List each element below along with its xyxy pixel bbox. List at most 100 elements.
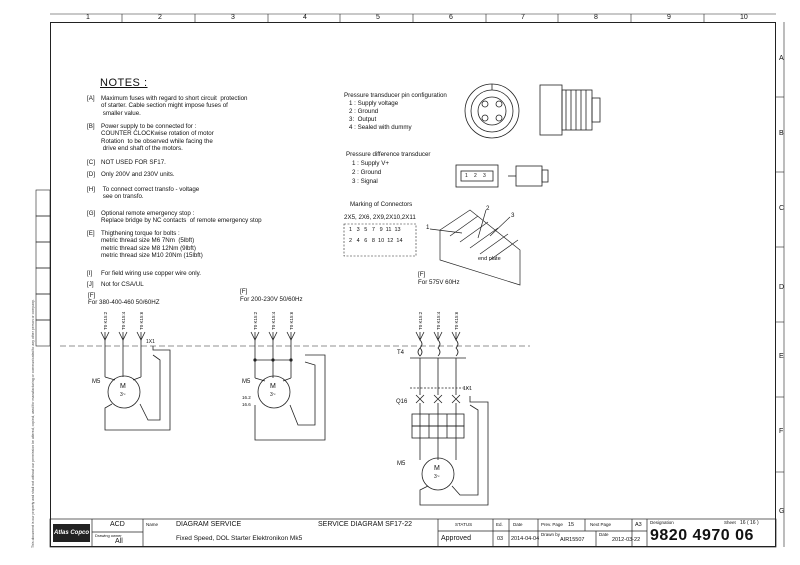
- column-label: 7: [521, 14, 525, 21]
- atlas-copco-logo: Atlas Copco: [53, 524, 90, 542]
- pressure-difference-pin-3: 3 : Signal: [352, 178, 378, 185]
- drawn-by-label: Drawn by: [541, 532, 561, 537]
- copyright-side-note: This document is our property and shall …: [31, 299, 35, 548]
- column-label: 6: [449, 14, 453, 21]
- terminal-label: T0 K15:2: [253, 311, 258, 330]
- flat-connector-pin-3: 3: [483, 173, 486, 179]
- round-connector-icon: [464, 83, 520, 139]
- aux-label: 16.6: [242, 402, 251, 407]
- circuit-1-title: For 380-400-460 50/60HZ: [88, 299, 160, 306]
- column-label: 1: [86, 14, 90, 21]
- circuit-1-tag: [F]: [88, 292, 96, 299]
- row-label: E: [779, 353, 784, 360]
- pressure-transducer-pin-1: 1 : Supply voltage: [349, 100, 399, 107]
- pressure-difference-pin-1: 1 : Supply V+: [352, 160, 389, 167]
- motor-tag: M5: [397, 461, 406, 467]
- column-label: 5: [376, 14, 380, 21]
- date-label: Date: [513, 522, 523, 527]
- note-tag: [I]: [87, 270, 93, 277]
- sheet: 16 ( 16 ): [740, 520, 759, 526]
- service-diagram-title: SERVICE DIAGRAM SF17-22: [318, 521, 413, 528]
- note-tag: [B]: [87, 123, 95, 130]
- circuit-3-tag: [F]: [418, 271, 426, 278]
- designation-label: Designation: [650, 520, 674, 525]
- pressure-difference-title: Pressure difference transducer: [346, 151, 431, 158]
- column-label: 2: [158, 14, 162, 21]
- motor-symbol: M: [270, 383, 276, 390]
- note-tag: [A]: [87, 95, 95, 102]
- aux-label: 16.2: [242, 395, 251, 400]
- note-text: For field wiring use copper wire only.: [101, 270, 201, 277]
- terminal-callout-1: 1: [426, 224, 430, 231]
- motor-symbol: M: [434, 465, 440, 472]
- column-label: 10: [740, 14, 748, 21]
- motor-phase: 3~: [270, 392, 276, 398]
- note-tag: [G]: [87, 210, 96, 217]
- note-tag: [J]: [87, 281, 94, 288]
- prev-page-label: Prev. Page: [541, 522, 563, 527]
- note-tag: [C]: [87, 159, 95, 166]
- connector-top-row: 1 3 5 7 9 11 13: [349, 227, 401, 233]
- motor-phase: 3~: [434, 474, 440, 480]
- prev-page: 15: [568, 522, 575, 528]
- next-page-label: Next Page: [590, 522, 612, 527]
- row-label: D: [779, 284, 785, 291]
- connector-marking-box: [343, 223, 417, 257]
- name-label: Name: [146, 522, 159, 527]
- ground-label: 1X1: [146, 339, 155, 345]
- document-number: 9820 4970 06: [650, 527, 754, 544]
- motor-symbol: M: [120, 383, 126, 390]
- title-block-lines: [49, 518, 777, 548]
- note-text: Maximum fuses with regard to short circu…: [101, 95, 248, 117]
- terminal-label: T0 K15:4: [436, 311, 441, 330]
- drawing-frame: [50, 22, 776, 547]
- column-label: 9: [667, 14, 671, 21]
- note-text: Only 200V and 230V units.: [101, 171, 175, 178]
- ground-label: 1X1: [463, 386, 472, 392]
- circuit-200v: [250, 331, 326, 441]
- row-label: C: [779, 205, 785, 212]
- column-label: 4: [303, 14, 307, 21]
- circuit-2-title: For 200-230V 50/60Hz: [240, 296, 303, 303]
- row-label: G: [779, 508, 785, 515]
- pressure-transducer-pin-2: 2 : Ground: [349, 108, 379, 115]
- connector-bottom-row: 2 4 6 8 10 12 14: [349, 238, 403, 244]
- drawing-owner-label: Drawing owner: [95, 533, 122, 538]
- row-label: A: [779, 55, 784, 62]
- note-text: Power supply to be connected for : COUNT…: [101, 123, 214, 153]
- note-tag: [D]: [87, 171, 95, 178]
- flat-connector-pin-1: 1: [465, 173, 468, 179]
- circuit-2-tag: [F]: [240, 288, 248, 295]
- note-tag: [E]: [87, 230, 95, 237]
- pressure-difference-pin-2: 2 : Ground: [352, 169, 382, 176]
- motor-phase: 3~: [120, 392, 126, 398]
- edition: 03: [497, 536, 504, 542]
- motor-tag: M5: [242, 379, 251, 385]
- terminal-label: T0 K15:6: [289, 311, 294, 330]
- terminal-label: T0 K15:6: [454, 311, 459, 330]
- end-plate-label: end plate: [478, 256, 501, 262]
- flat-connector-pin-2: 2: [474, 173, 477, 179]
- terminal-label: T0 K15:2: [103, 311, 108, 330]
- note-text: To connect correct transfo - voltage see…: [102, 186, 200, 201]
- pressure-transducer-pin-4: 4 : Sealed with dummy: [349, 124, 412, 131]
- pressure-transducer-pin-3: 3: Output: [349, 116, 377, 123]
- pressure-transducer-title: Pressure transducer pin configuration: [344, 92, 447, 99]
- circuit-3-title: For 575V 60Hz: [418, 279, 460, 286]
- terminal-callout-2: 2: [486, 205, 490, 212]
- note-text: Thigthening torque for bolts : metric th…: [101, 230, 203, 260]
- note-tag: [H]: [87, 186, 95, 193]
- column-label: 3: [231, 14, 235, 21]
- diagram-name: DIAGRAM SERVICE: [176, 521, 242, 528]
- transformer-label: T4: [397, 350, 405, 356]
- date2-label: Date: [599, 532, 609, 537]
- terminal-callout-3: 3: [511, 212, 515, 219]
- drawn-by: AIR15507: [560, 537, 585, 543]
- diagram-subtitle: Fixed Speed, DOL Starter Elektronikon Mk…: [176, 535, 303, 542]
- note-text: Optional remote emergency stop : Replace…: [101, 210, 262, 225]
- note-text: NOT USED FOR SF17.: [101, 159, 166, 166]
- note-text: Not for CSA/UL: [101, 281, 144, 288]
- flat-connector-icon: [455, 164, 549, 188]
- edition-label: Ed.: [496, 522, 503, 527]
